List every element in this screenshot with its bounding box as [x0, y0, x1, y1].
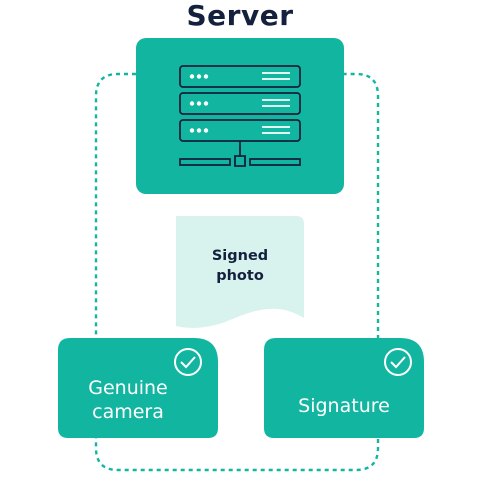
server-rack-icon — [179, 65, 301, 167]
signed-photo-line1: Signed — [211, 248, 269, 264]
genuine-camera-label: Genuine camera — [58, 376, 198, 424]
signature-card — [264, 338, 424, 438]
signed-photo-label: Signed photo — [176, 246, 304, 286]
signed-photo-line2: photo — [216, 268, 264, 284]
signed-photo-document — [176, 216, 304, 328]
genuine-camera-card — [58, 338, 218, 438]
diagram-title: Server — [186, 0, 294, 32]
server-box — [136, 38, 344, 194]
check-circle-icon — [174, 348, 202, 376]
dashed-connector-loop — [94, 72, 380, 472]
genuine-camera-line1: Genuine — [88, 377, 168, 399]
genuine-camera-line2: camera — [92, 401, 164, 423]
check-circle-icon — [384, 348, 412, 376]
signature-label: Signature — [298, 395, 390, 417]
